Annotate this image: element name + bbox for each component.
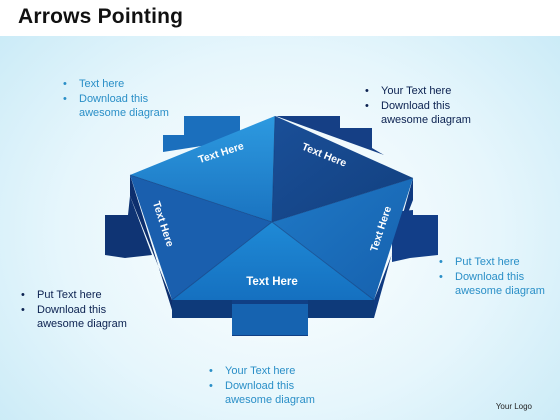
callout-continuation: awesome diagram (79, 107, 169, 119)
callout-bullet: Download this (60, 92, 169, 107)
callout-continuation: awesome diagram (37, 318, 127, 330)
pentagon-segments (129, 115, 414, 301)
callout-top-right: Your Text here Download this awesome dia… (362, 84, 471, 128)
callout-left: Put Text here Download this awesome diag… (18, 288, 127, 332)
callout-bullet: Download this (18, 303, 127, 318)
callout-continuation: awesome diagram (455, 285, 545, 297)
segment-right (272, 178, 413, 300)
callout-bullet: Your Text here (362, 84, 471, 99)
callout-continuation: awesome diagram (381, 114, 471, 126)
callout-bullet: Download this (362, 99, 471, 114)
callout-bullet: Your Text here (206, 364, 315, 379)
callout-bottom: Your Text here Download this awesome dia… (206, 364, 315, 408)
callout-bullet: Put Text here (436, 255, 545, 270)
callout-bullet: Text here (60, 77, 169, 92)
page-title: Arrows Pointing (18, 5, 184, 28)
segment-left (130, 175, 272, 300)
segment-top-left (130, 116, 275, 222)
logo-placeholder: Your Logo (495, 402, 532, 411)
segment-top-right (272, 116, 413, 222)
segment-label-bottom: Text Here (246, 276, 298, 288)
callout-top-left: Text here Download this awesome diagram (60, 77, 169, 121)
segment-bottom (172, 222, 374, 300)
callout-right: Put Text here Download this awesome diag… (436, 255, 545, 299)
callout-bullet: Download this (206, 379, 315, 394)
title-bar: Arrows Pointing (0, 0, 560, 36)
callout-continuation: awesome diagram (225, 394, 315, 406)
callout-bullet: Put Text here (18, 288, 127, 303)
callout-bullet: Download this (436, 270, 545, 285)
